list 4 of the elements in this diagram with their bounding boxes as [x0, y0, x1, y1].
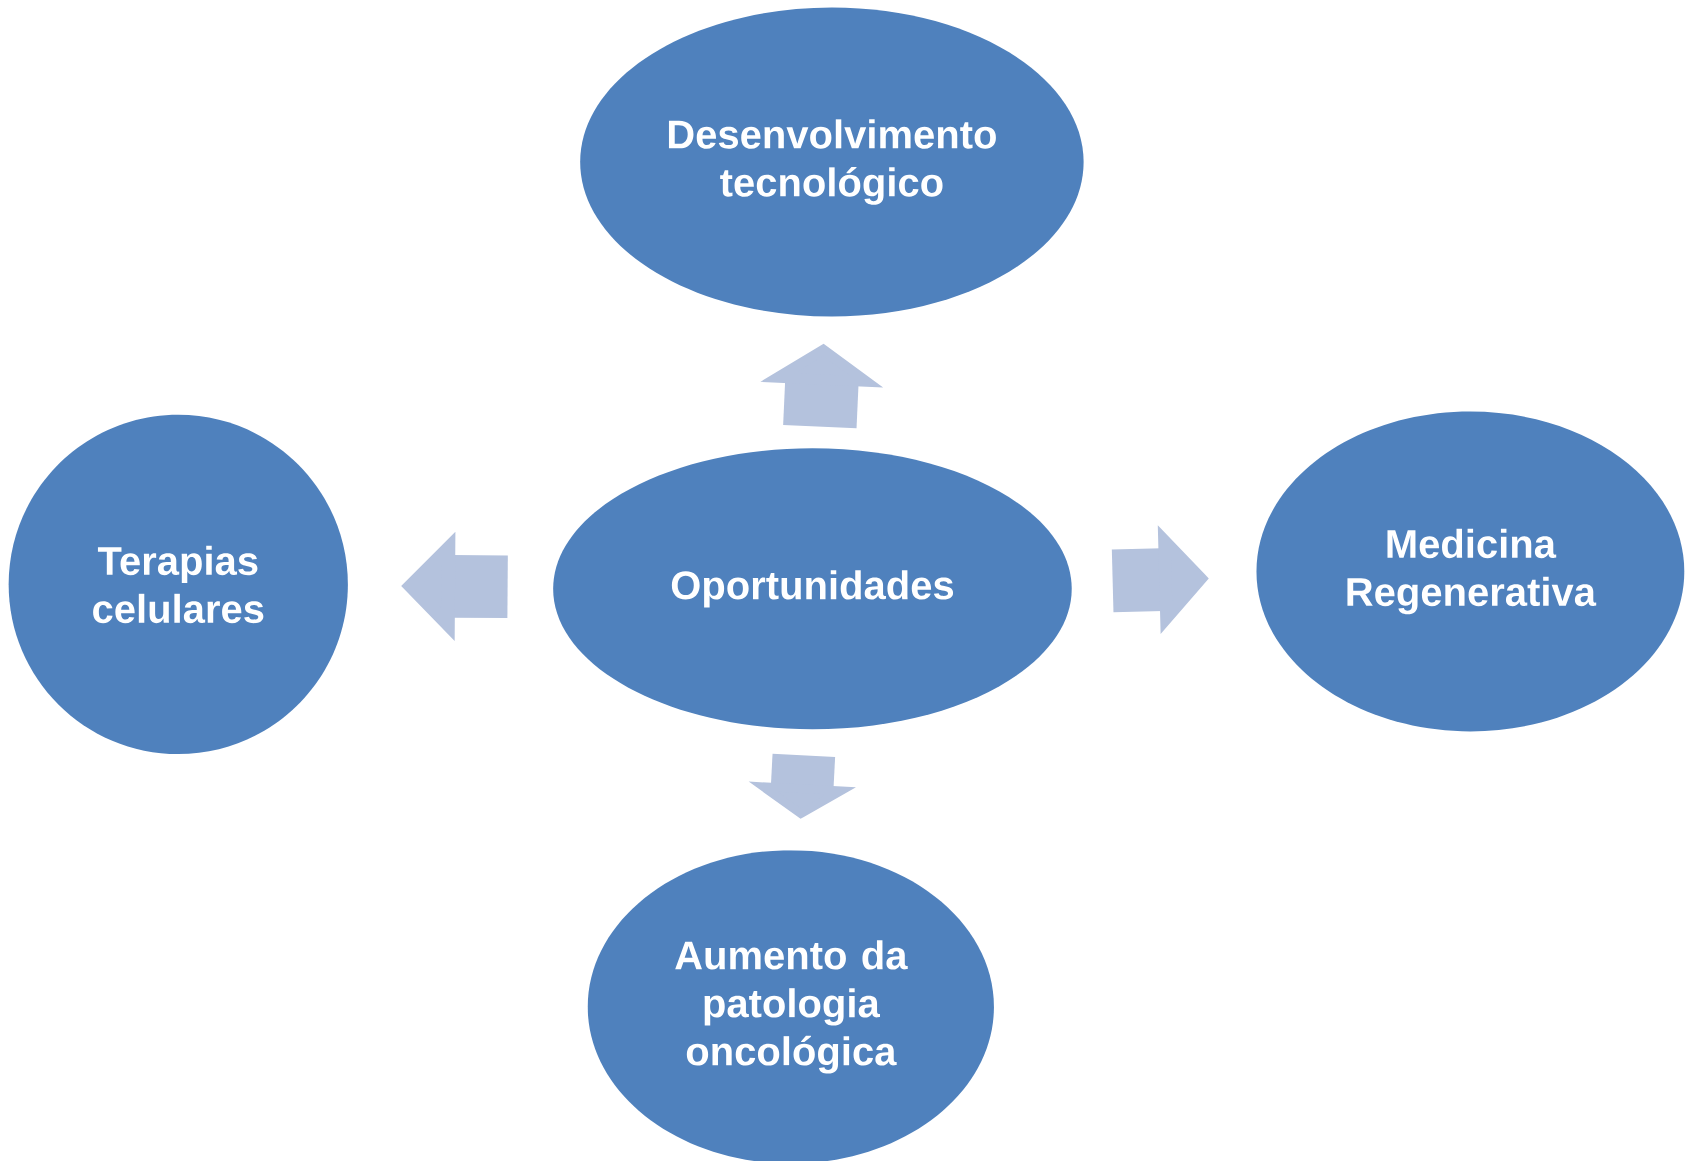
ellipse-node: Medicina Regenerativa [1256, 411, 1685, 732]
circle-node: Terapias celulares [8, 414, 348, 754]
ellipse-node: Desenvolvimento tecnológico [580, 7, 1084, 317]
ellipse-node: Oportunidades [553, 448, 1072, 730]
